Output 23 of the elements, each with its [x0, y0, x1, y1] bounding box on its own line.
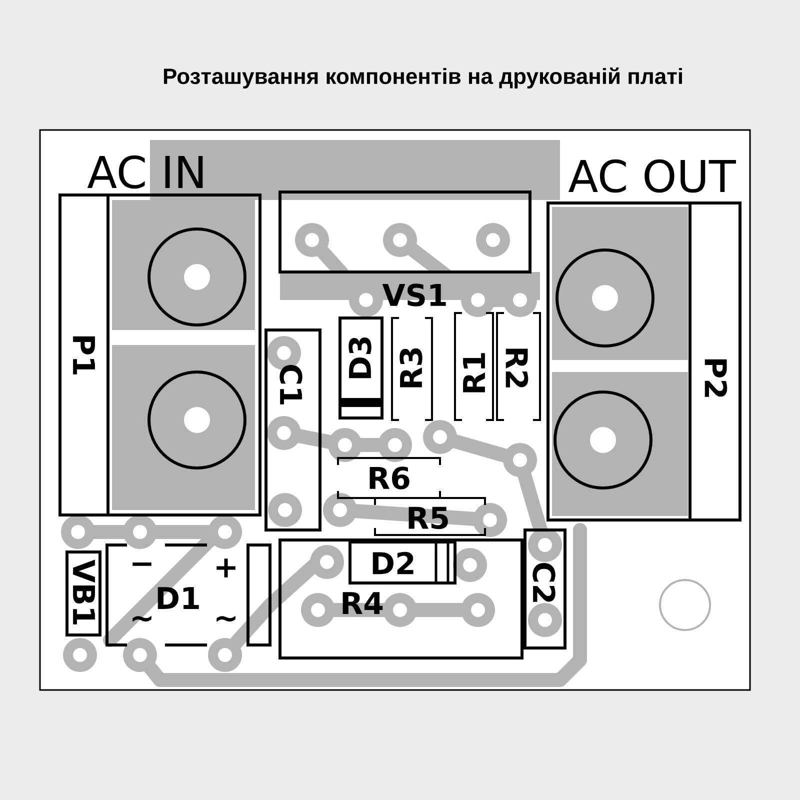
terminal-block: P2 — [546, 202, 742, 522]
terminal-block: P1 — [58, 194, 262, 516]
component-outline: VS1 — [278, 190, 532, 306]
resistor-outline: R6 — [337, 457, 441, 499]
node-label: − — [132, 562, 152, 566]
board-label: AC OUT — [568, 159, 736, 193]
node-label: ~ — [216, 616, 236, 622]
component-outline: VB1 — [66, 550, 102, 636]
node-label: ~ — [132, 616, 152, 622]
component-outline: D3 — [338, 316, 384, 420]
resistor-outline: R5 — [374, 497, 486, 536]
resistor-outline: R2 — [496, 312, 541, 421]
node-label: VS1 — [382, 284, 446, 306]
board-label: AC IN — [87, 155, 203, 189]
node-label: + — [216, 558, 236, 578]
resistor-outline: R3 — [391, 317, 433, 421]
component-outline: D2 — [348, 540, 456, 584]
node-label: D1 — [158, 587, 199, 609]
component-outline: C2 — [524, 528, 566, 650]
component-outline: C1 — [264, 328, 322, 532]
title: Розташування компонентів на друкованій платі — [164, 68, 682, 88]
resistor-outline: R1 — [454, 312, 494, 421]
bridge-outline: − + D1 ~ ~ — [106, 544, 272, 646]
